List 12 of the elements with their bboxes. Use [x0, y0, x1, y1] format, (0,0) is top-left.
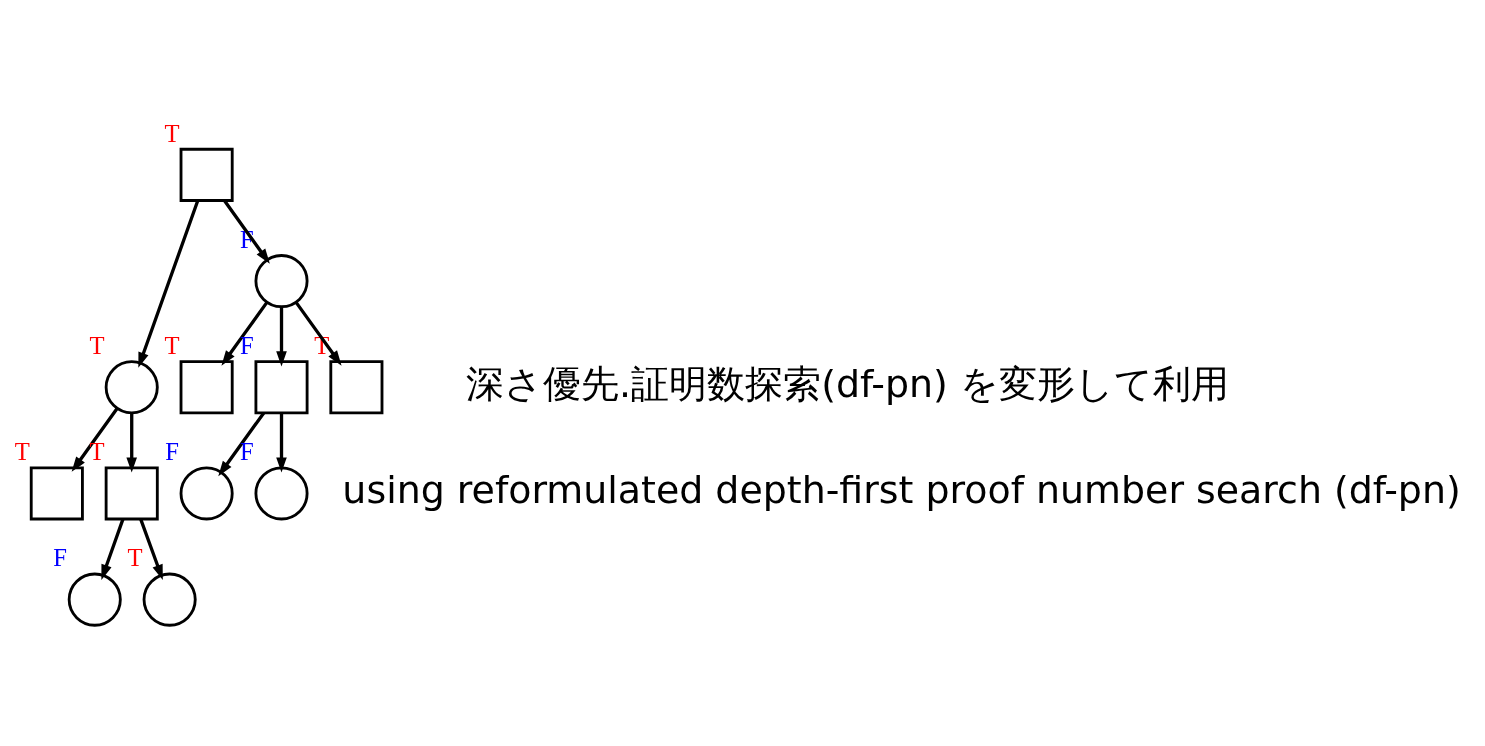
label: 深さ優先.証明数探索(df-pn) を変形して利用 — [466, 361, 1229, 406]
node-label: F — [240, 437, 254, 465]
node-label: F — [165, 437, 179, 465]
label: using reformulated depth-first proof number search (df-pn) — [342, 467, 1461, 512]
node-label: T — [14, 437, 30, 465]
node-label: T — [164, 119, 180, 147]
node-label: T — [89, 331, 105, 359]
node-label: T — [164, 331, 180, 359]
node-label: F — [240, 331, 254, 359]
node-label: T — [127, 543, 143, 571]
node-label: T — [89, 437, 105, 465]
node-label: F — [53, 543, 67, 571]
